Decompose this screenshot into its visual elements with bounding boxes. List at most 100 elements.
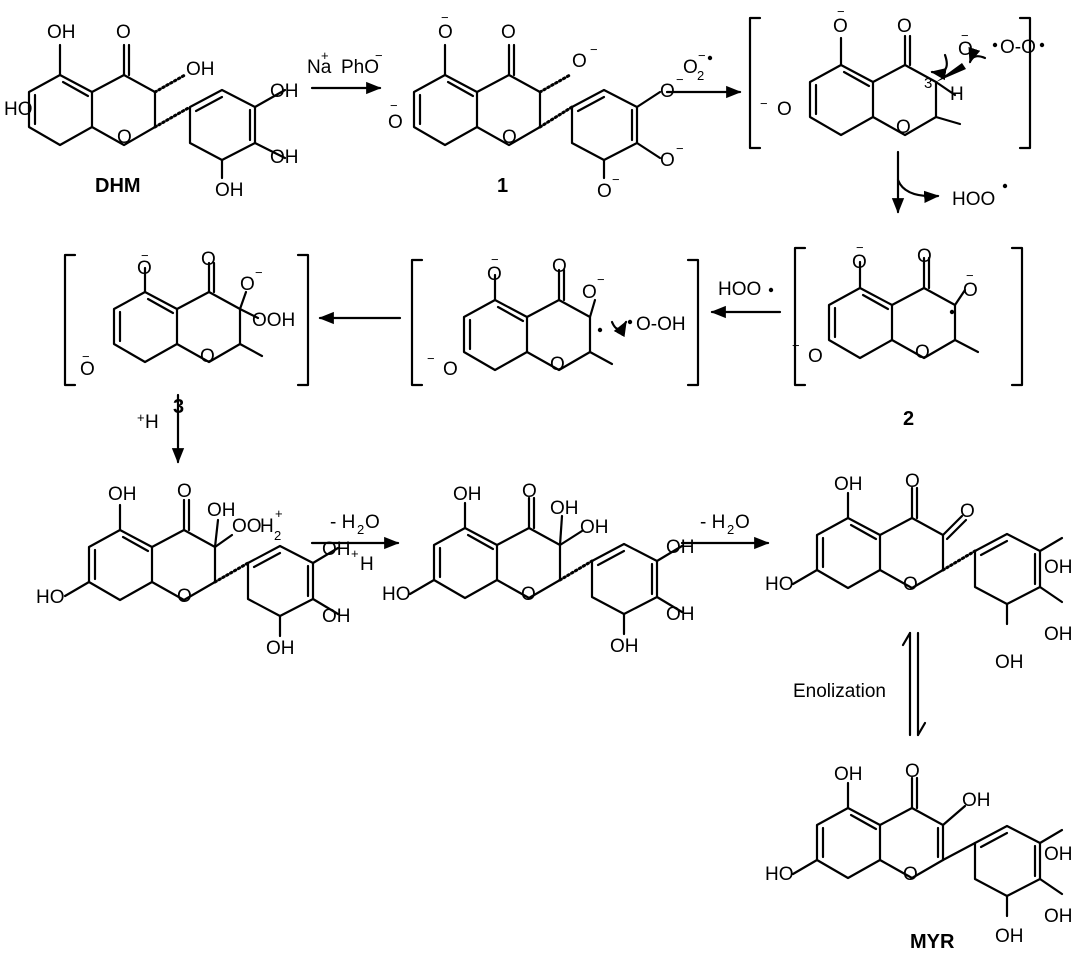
label-o: O	[522, 481, 537, 502]
intermediate-radical-coupling: O − O − O O O − O-OH	[410, 252, 700, 387]
charge-plus: +	[275, 506, 283, 521]
label-o: O	[905, 761, 920, 782]
arrow-step-4: HOO	[710, 279, 782, 319]
label-oh: OH	[1044, 557, 1073, 578]
charge-minus: −	[676, 72, 684, 87]
label-o: O	[896, 117, 911, 138]
radical-dot	[707, 55, 713, 61]
charge-plus: +	[137, 410, 145, 425]
label-oh: OH	[207, 500, 236, 521]
label-o: O	[137, 258, 152, 279]
label-o: O	[117, 127, 132, 148]
arrow-step-7: - H 2 O + H	[310, 512, 400, 575]
label-o: O	[958, 39, 973, 60]
compound-gem-diol: HO OH O OH OH O OH OH OH	[382, 481, 695, 657]
compound-1: O − O − O O − O O − O − O − 1	[388, 10, 684, 202]
reagent-water-loss: - H	[700, 512, 725, 533]
charge-minus: −	[961, 28, 969, 43]
reagent-water-o: O	[735, 512, 750, 533]
compound-dhm: HO OH O OH O OH OH OH DHM	[4, 22, 299, 201]
charge-minus: −	[390, 98, 398, 113]
label-o: O	[501, 22, 516, 43]
label-oh: OH	[47, 22, 76, 43]
label-oh: OH	[995, 652, 1024, 673]
reagent-hoo: HOO	[718, 279, 761, 300]
label-oh: OH	[186, 59, 215, 80]
label-oh: OH	[322, 606, 351, 627]
label-ho: HO	[765, 574, 794, 595]
charge-minus: −	[856, 240, 864, 255]
label-o: O	[960, 501, 975, 522]
label-o: O	[502, 127, 517, 148]
label-o: O	[177, 586, 192, 607]
arrow-step-2: O 2 −	[665, 48, 742, 99]
label-o: O	[777, 99, 792, 120]
label-oh: OH	[834, 474, 863, 495]
radical-dot	[768, 287, 774, 293]
label-o: O	[582, 282, 597, 303]
label-oh: OH	[1044, 844, 1073, 865]
arrow-step-1: Na + PhO −	[307, 48, 383, 95]
label-o: O	[660, 150, 675, 171]
charge-minus: −	[966, 268, 974, 283]
label-o: O	[808, 346, 823, 367]
charge-minus: −	[676, 141, 684, 156]
compound-2: O − O − O O O − 2	[792, 240, 1024, 430]
label-o: O	[200, 346, 215, 367]
charge-minus: −	[612, 172, 620, 187]
label-o: O	[897, 16, 912, 37]
compound-diketone: HO OH O O O OH OH OH	[765, 471, 1073, 673]
radical-dot	[992, 42, 998, 48]
label-ooh: OOH	[252, 310, 295, 331]
charge-minus: −	[837, 4, 845, 19]
enolization-label: Enolization	[793, 681, 886, 702]
label-oh: OH	[1044, 624, 1073, 645]
label-o: O	[240, 274, 255, 295]
label-oh: OH	[550, 498, 579, 519]
radical-dot	[627, 319, 633, 325]
subscript-2: 2	[727, 522, 734, 537]
compound-protonated-hydroperoxide: HO OH O OH OO H 2 + O OH OH OH	[36, 481, 351, 659]
label-ho: HO	[4, 99, 33, 120]
label-oh: OH	[834, 764, 863, 785]
label-ho: HO	[765, 864, 794, 885]
label-oh: OH	[610, 636, 639, 657]
label-o: O	[552, 256, 567, 277]
label-oh: OH	[322, 539, 351, 560]
label-oh: OH	[580, 517, 609, 538]
label-o: O	[905, 471, 920, 492]
label-o: O	[852, 252, 867, 273]
charge-minus: −	[82, 349, 90, 364]
arrow-step-8: - H 2 O	[680, 512, 770, 550]
equilibrium-enolization: Enolization	[793, 631, 927, 737]
label-o: O	[177, 481, 192, 502]
label-o: O	[443, 359, 458, 380]
charge-minus: −	[427, 351, 435, 366]
compound-3: O − O − O O O − OOH 3	[63, 248, 310, 418]
label-o: O	[201, 249, 216, 270]
label-oh: OH	[108, 484, 137, 505]
label-o: O	[116, 22, 131, 43]
charge-minus: −	[491, 252, 499, 267]
label-ho: HO	[36, 587, 65, 608]
charge-minus: −	[698, 48, 706, 63]
label-oh: OH	[1044, 906, 1073, 927]
label-o: O	[487, 264, 502, 285]
reagent-water-loss: - H	[330, 512, 355, 533]
label-o: O	[833, 16, 848, 37]
compound-label-myr: MYR	[910, 931, 955, 953]
radical-dot	[597, 327, 603, 333]
label-o: O	[915, 342, 930, 363]
charge-minus: −	[375, 48, 383, 63]
label-oh: OH	[453, 484, 482, 505]
position-3: 3	[924, 75, 932, 92]
compound-label-dhm: DHM	[95, 175, 141, 197]
label-h: H	[950, 84, 964, 105]
subscript-2: 2	[274, 528, 281, 543]
reagent-h: H	[145, 412, 159, 433]
radical-dot	[1039, 42, 1045, 48]
charge-minus: −	[141, 248, 149, 263]
reagent-na: Na	[307, 57, 332, 78]
charge-minus: −	[255, 265, 263, 280]
